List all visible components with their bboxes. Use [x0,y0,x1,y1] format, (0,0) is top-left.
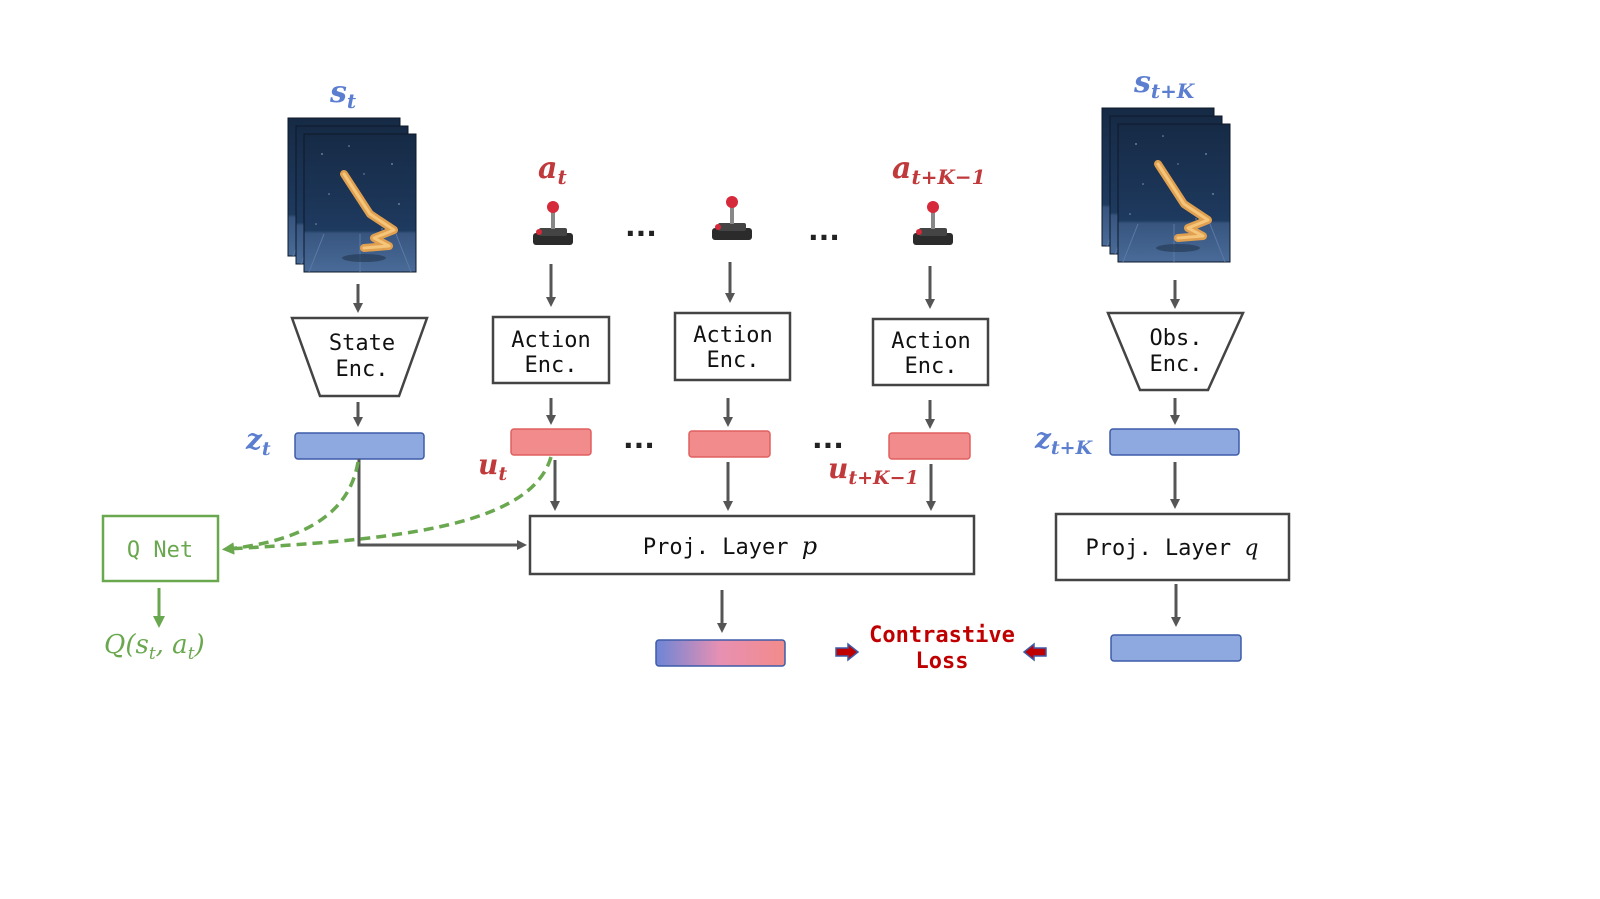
joystick-icon [533,201,573,245]
action-latent-bar [688,430,771,458]
action-encoder: Action Enc. [871,317,990,387]
projection-layer-p: Proj. Layer p [528,514,976,576]
action-encoder: Action Enc. [491,315,611,385]
observation-encoder: Obs. Enc. [1106,311,1245,392]
ellipsis: ... [812,422,844,455]
svg-text:Enc.: Enc. [905,354,958,379]
svg-text:Action: Action [511,328,590,353]
joystick-icon [712,196,752,240]
svg-text:Proj. Layer q: Proj. Layer q [1085,536,1258,561]
svg-text:Enc.: Enc. [336,357,389,382]
left-arrow-icon [1022,642,1047,662]
q-network: Q Net [101,514,220,583]
s-tk-label: st+K [1133,65,1196,103]
svg-text:Enc.: Enc. [707,348,760,373]
a-t-label: at [538,151,567,189]
right-arrow-icon [835,642,860,662]
robot-frame-stack-icon [1102,108,1230,262]
svg-text:State: State [329,331,395,356]
projection-layer-q: Proj. Layer q [1054,512,1291,582]
joint-projection-bar [655,639,786,667]
svg-text:Obs.: Obs. [1150,326,1203,351]
observation-latent-bar [1109,428,1240,456]
action-latent-bar [888,432,971,460]
ellipsis: ... [625,210,657,243]
svg-text:Action: Action [693,323,772,348]
contrastive-loss-label-line2: Loss [916,649,969,674]
u-t-label: ut [478,448,507,485]
contrastive-loss-label: Contrastive [869,623,1015,648]
state-encoder: State Enc. [290,316,429,398]
state-latent-bar [294,432,425,460]
action-encoder: Action Enc. [673,311,792,382]
svg-text:Q Net: Q Net [127,538,193,563]
s-t-label: st [329,75,357,113]
z-tk-label: zt+K [1034,422,1094,459]
svg-text:Enc.: Enc. [1150,352,1203,377]
ellipsis: ... [808,214,840,247]
svg-text:Proj. Layer p: Proj. Layer p [643,532,817,560]
u-tk1-label: ut+K−1 [828,452,919,489]
robot-frame-stack-icon [288,118,416,272]
z-t-label: zt [245,423,271,460]
svg-text:Enc.: Enc. [525,353,578,378]
a-tk1-label: at+K−1 [892,151,986,189]
joystick-icon [913,201,953,245]
action-latent-bar [510,428,592,456]
ellipsis: ... [623,422,655,455]
q-value-label: Q(st, at) [104,630,205,664]
observation-projection-bar [1110,634,1242,662]
svg-text:Action: Action [891,329,970,354]
